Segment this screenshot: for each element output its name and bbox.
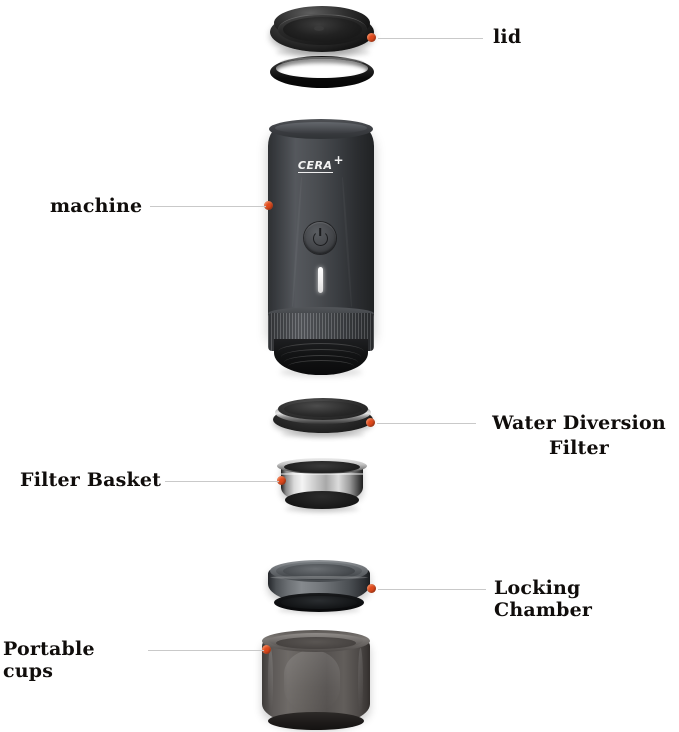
basket-highlight-band: [281, 473, 363, 475]
led-indicator: [318, 267, 323, 293]
lock-groove: [270, 576, 368, 579]
callout-leader-water-filter: [377, 423, 476, 424]
lock-step-2: [283, 564, 355, 578]
callout-dot-water-filter[interactable]: [366, 418, 375, 427]
callout-leader-locking-chamber: [378, 589, 486, 590]
cup-edge-highlight-left: [268, 648, 273, 714]
callout-leader-portable-cups: [148, 650, 264, 651]
callout-dot-filter-basket[interactable]: [277, 476, 286, 485]
callout-label-portable-cups: Portable cups: [3, 638, 95, 682]
part-locking-chamber: [268, 560, 370, 614]
power-button[interactable]: [304, 222, 336, 254]
part-water-diversion-filter: [273, 398, 373, 438]
lid-drop-shadow: [276, 48, 370, 57]
basket-base: [285, 491, 359, 509]
callout-label-lid: lid: [493, 26, 522, 48]
part-portable-cup: [262, 628, 370, 732]
cup-base: [268, 712, 364, 730]
callout-label-locking-chamber: Locking Chamber: [494, 577, 593, 621]
thread-ring-4: [288, 360, 354, 373]
lid-center-mark: [314, 26, 324, 31]
callout-label-machine: machine: [50, 195, 143, 217]
brand-logo: CERA+: [268, 153, 374, 173]
ring-highlight: [280, 57, 364, 67]
callout-label-water-filter: Water Diversion Filter: [492, 412, 666, 459]
callout-dot-locking-chamber[interactable]: [367, 584, 376, 593]
basket-drop-shadow: [285, 505, 359, 513]
thread-ring-1: [278, 343, 364, 360]
callout-dot-portable-cups[interactable]: [262, 645, 271, 654]
callout-leader-lid: [378, 38, 483, 39]
lock-bottom-bore: [281, 596, 357, 609]
part-machine-body: CERA+: [268, 117, 374, 377]
basket-interior: [284, 461, 360, 473]
callout-dot-lid[interactable]: [367, 33, 376, 42]
cup-gloss-highlight: [284, 650, 340, 712]
machine-top-cap: [269, 119, 373, 139]
thread-ring-3: [284, 355, 358, 370]
callout-label-filter-basket: Filter Basket: [20, 469, 162, 491]
power-icon: [312, 230, 328, 246]
wdf-drop-shadow: [281, 431, 365, 438]
callout-dot-machine[interactable]: [264, 201, 273, 210]
wdf-mesh-face: [284, 401, 362, 417]
thread-ring-2: [281, 349, 361, 365]
brand-logo-plus: +: [333, 153, 345, 167]
part-filter-basket: [277, 455, 367, 515]
cup-edge-highlight-right: [358, 648, 363, 714]
brand-logo-text: CERA: [297, 158, 333, 173]
cup-interior: [276, 637, 356, 649]
callout-leader-machine: [150, 206, 266, 207]
cup-wall: [262, 638, 370, 726]
callout-leader-filter-basket: [165, 481, 279, 482]
